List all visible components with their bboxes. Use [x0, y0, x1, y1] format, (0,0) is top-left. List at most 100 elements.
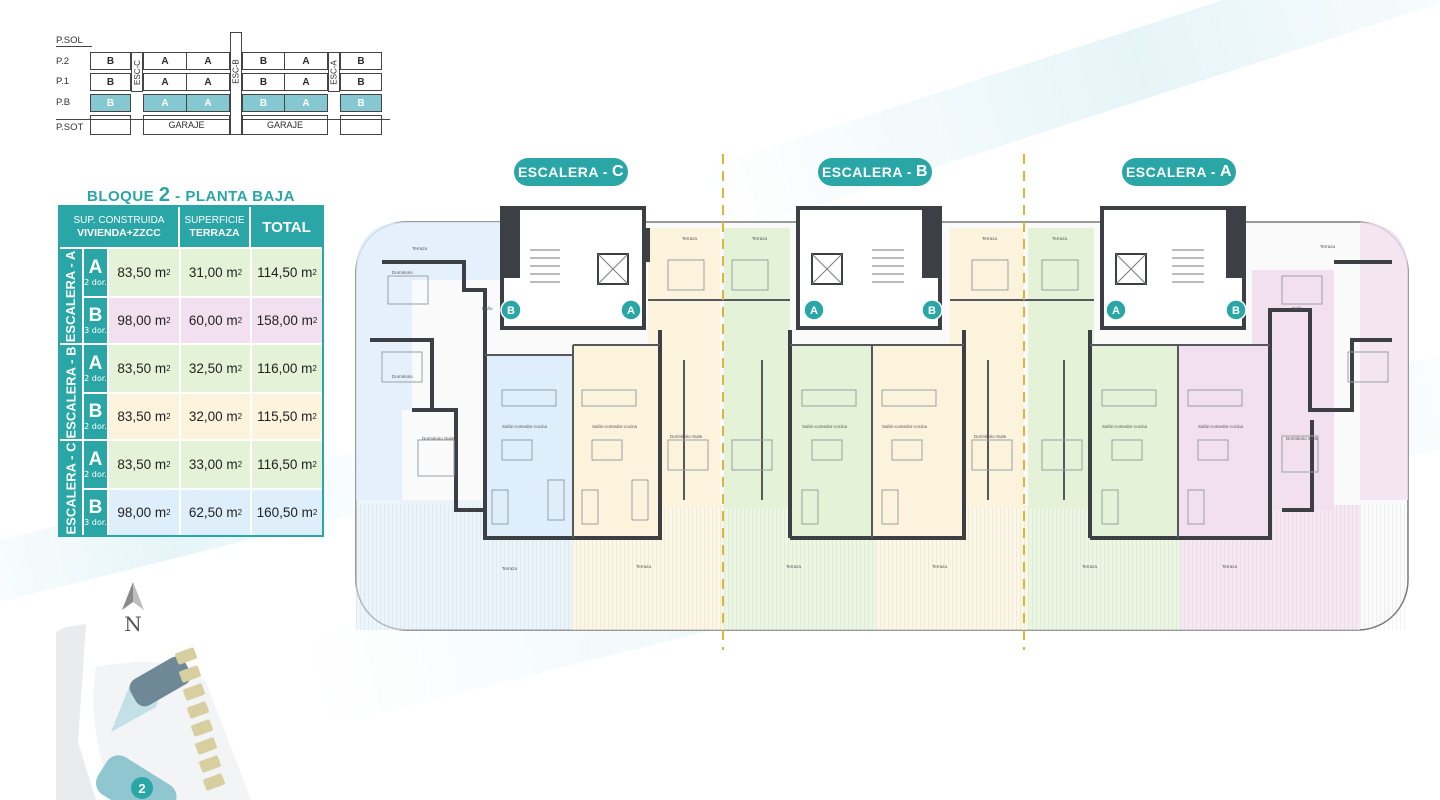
unit-cell: A — [143, 73, 187, 91]
svg-text:Terraza: Terraza — [752, 236, 768, 241]
ground-unit-cell: A — [186, 94, 230, 112]
level-label: P.SOT — [56, 122, 84, 133]
room-labels: Terraza Dormitorio Dormitorio Dormitorio… — [392, 236, 1336, 571]
svg-text:Terraza: Terraza — [502, 566, 518, 571]
basement-cell — [340, 115, 382, 135]
unit-cell: B — [90, 52, 131, 70]
svg-text:Terraza: Terraza — [636, 564, 652, 569]
header-total: TOTAL — [262, 218, 311, 236]
stair-core-a: ESC-A — [328, 52, 340, 92]
north-label: N — [124, 612, 142, 636]
svg-text:Baño: Baño — [1292, 306, 1303, 311]
svg-text:B: B — [928, 305, 936, 317]
block-marker — [131, 777, 153, 799]
level-label: P.2 — [56, 56, 70, 67]
stair-core-b: ESC-B — [230, 32, 242, 135]
floor-plan: Terraza Dormitorio Dormitorio Dormitorio… — [355, 154, 1409, 650]
svg-text:B: B — [507, 305, 515, 317]
svg-text:Terraza: Terraza — [1052, 236, 1068, 241]
svg-text:Terraza: Terraza — [1082, 564, 1098, 569]
unit-markers: B A A B A B — [500, 299, 1247, 321]
svg-text:A: A — [1112, 305, 1120, 317]
ground-unit-cell: A — [284, 94, 328, 112]
svg-text:Terraza: Terraza — [982, 236, 998, 241]
unit-cell: A — [186, 73, 230, 91]
stair-zone-dividers — [722, 154, 1025, 650]
north-compass: N — [116, 580, 150, 636]
block-1-shape — [129, 656, 192, 707]
svg-text:Terraza: Terraza — [786, 564, 802, 569]
unit-cell: B — [90, 73, 131, 91]
furniture — [381, 259, 1389, 525]
unit-cell: A — [284, 73, 328, 91]
svg-text:Dormitorio Suite: Dormitorio Suite — [422, 436, 455, 441]
stair-label-b: ESCALERA -B — [818, 158, 932, 186]
unit-cell: B — [242, 52, 285, 70]
svg-text:Dormitorio Suite: Dormitorio Suite — [670, 434, 703, 439]
stair-group-label: ESCALERA - B — [60, 345, 84, 439]
svg-text:A: A — [627, 305, 635, 317]
level-label: P.SOL — [56, 35, 83, 46]
svg-text:Salón-comedor-cocina: Salón-comedor-cocina — [882, 424, 928, 429]
stair-group-label: ESCALERA - A — [60, 249, 84, 343]
svg-text:Terraza: Terraza — [412, 246, 428, 251]
interior-walls — [485, 299, 1270, 538]
svg-text:Terraza: Terraza — [1320, 244, 1336, 249]
site-location-map: 2 — [56, 622, 256, 800]
svg-text:Terraza: Terraza — [682, 236, 698, 241]
ground-unit-cell: B — [90, 94, 131, 112]
walls — [370, 228, 1392, 540]
block-marker-label: 2 — [138, 781, 145, 796]
basement-cell — [90, 115, 131, 135]
svg-text:Terraza: Terraza — [1222, 564, 1238, 569]
svg-text:Salón-comedor-cocina: Salón-comedor-cocina — [1198, 424, 1244, 429]
stair-label-a: ESCALERA -A — [1122, 158, 1236, 186]
svg-text:Dormitorio: Dormitorio — [392, 374, 413, 379]
svg-text:Dormitorio Suite: Dormitorio Suite — [974, 434, 1007, 439]
ground-unit-cell: B — [242, 94, 285, 112]
svg-text:Dormitorio: Dormitorio — [392, 270, 413, 275]
unit-interior-c-a — [573, 345, 660, 538]
level-label: P.B — [56, 97, 71, 108]
stair-label-c: ESCALERA -C — [514, 158, 628, 186]
level-label: P.1 — [56, 76, 70, 87]
svg-text:Salón-comedor-cocina: Salón-comedor-cocina — [592, 424, 638, 429]
svg-text:B: B — [1232, 305, 1240, 317]
unit-interior-c-b — [485, 355, 573, 538]
ground-unit-cell: B — [340, 94, 382, 112]
north-arrow-icon — [122, 582, 144, 610]
garage-cell: GARAJE — [143, 115, 230, 135]
svg-text:Dormitorio Suite: Dormitorio Suite — [1286, 436, 1319, 441]
unit-cell: A — [186, 52, 230, 70]
unit-cell: A — [143, 52, 187, 70]
